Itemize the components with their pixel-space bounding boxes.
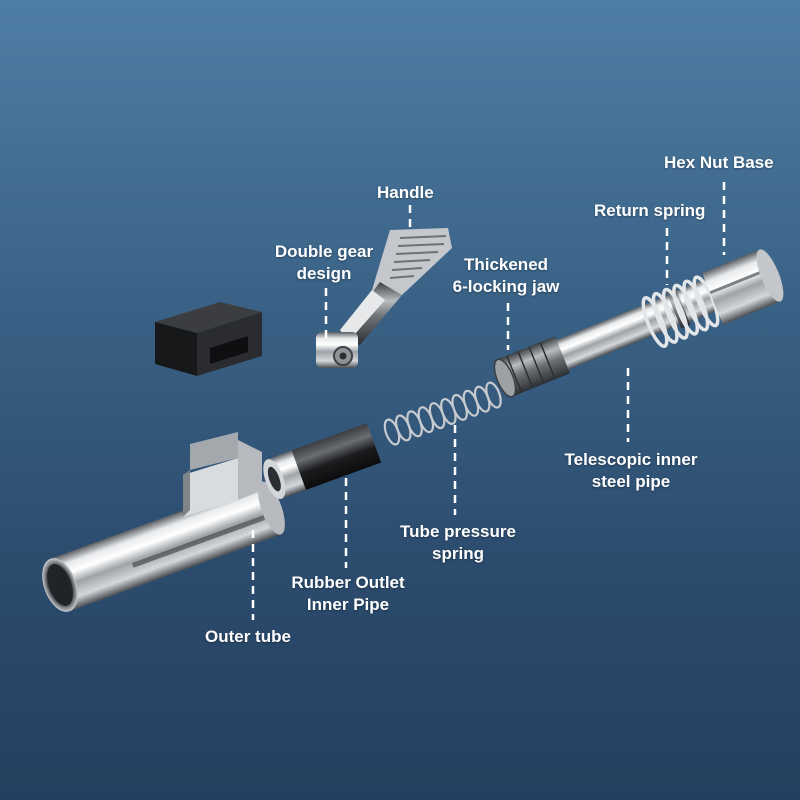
label-handle: Handle	[377, 183, 434, 202]
leader-lines	[251, 182, 726, 620]
label-rubber-outlet-pipe: Rubber Outlet Inner Pipe	[278, 572, 418, 616]
label-telescopic-pipe: Telescopic inner steel pipe	[548, 449, 714, 493]
rubber-cap-part	[155, 302, 262, 376]
outer-tube-part	[42, 481, 285, 612]
label-return-spring: Return spring	[594, 201, 706, 220]
label-hex-nut-base: Hex Nut Base	[664, 153, 774, 172]
label-thickened-jaw-line1: Thickened	[463, 255, 549, 274]
label-rubber-outlet-pipe-line1: Rubber Outlet	[291, 573, 405, 592]
label-tube-pressure-spring-line1: Tube pressure	[400, 522, 516, 541]
rubber-outlet-pipe-part	[263, 423, 382, 500]
label-telescopic-pipe-line1: Telescopic inner	[564, 450, 698, 469]
label-thickened-jaw-line2: 6-locking jaw	[452, 277, 560, 296]
outer-tube-bracket	[183, 432, 262, 517]
label-tube-pressure-spring-line2: spring	[432, 544, 484, 563]
label-rubber-outlet-pipe-line2: Inner Pipe	[306, 595, 390, 614]
pressure-spring-part	[383, 381, 502, 446]
label-outer-tube: Outer tube	[205, 627, 291, 646]
label-double-gear-line2: design	[296, 264, 352, 283]
label-telescopic-pipe-line2: steel pipe	[591, 472, 671, 491]
label-double-gear-line1: Double gear	[274, 242, 374, 261]
label-double-gear: Double gear design	[262, 241, 386, 285]
handle-part	[316, 228, 452, 368]
label-thickened-jaw: Thickened 6-locking jaw	[436, 254, 576, 298]
return-spring-and-hex-nut-part	[641, 249, 784, 348]
label-tube-pressure-spring: Tube pressure spring	[385, 521, 531, 565]
